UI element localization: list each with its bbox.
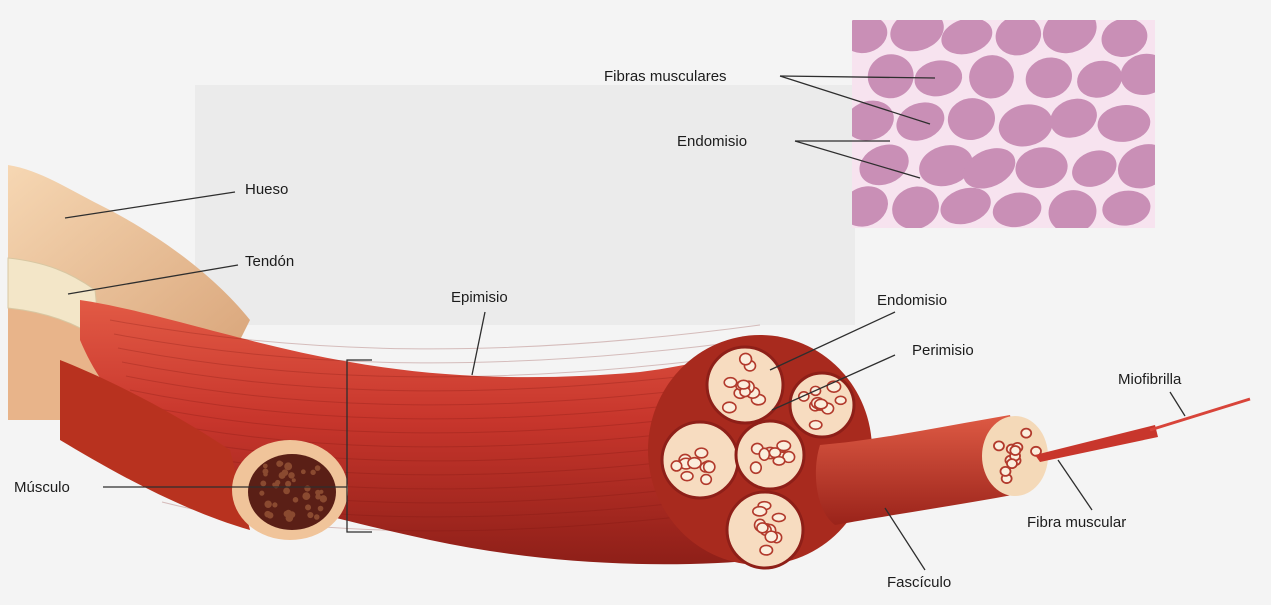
leader-miofibrilla	[1170, 392, 1185, 416]
cut-end-dot	[272, 502, 277, 507]
fiber-cell	[671, 461, 681, 471]
cut-end-dot	[284, 511, 290, 517]
fiber-cell	[704, 461, 715, 472]
fiber-cell	[1021, 429, 1031, 438]
label-tendon: Tendón	[245, 253, 294, 270]
cut-end-dot	[319, 490, 323, 494]
label-fasciculo: Fascículo	[887, 574, 951, 591]
fiber-cell	[765, 531, 777, 542]
cut-end-dot	[292, 478, 296, 482]
muscle-fiber	[1035, 425, 1158, 462]
cut-end-dot	[302, 492, 310, 500]
fiber-cell	[740, 353, 752, 364]
fiber-cell	[751, 462, 762, 473]
fiber-cell	[681, 472, 693, 481]
cut-end-dot	[288, 472, 295, 479]
cut-end-dot	[321, 498, 326, 503]
fiber-cell	[1010, 446, 1020, 455]
background-panel	[195, 85, 855, 325]
cut-end-dot	[315, 465, 321, 471]
fiber-cell	[1000, 467, 1010, 476]
label-fibra-muscular: Fibra muscular	[1027, 514, 1126, 531]
cut-end-dot	[260, 480, 266, 486]
fiber-cell	[701, 475, 711, 485]
cut-end-dot	[310, 470, 315, 475]
label-fibras-musculares: Fibras musculares	[604, 68, 727, 85]
cut-end-dot	[301, 469, 306, 474]
label-epimisio: Epimisio	[451, 289, 508, 306]
myofibril	[1150, 399, 1250, 430]
cut-end-dot	[275, 480, 280, 485]
fiber-cell	[810, 421, 822, 430]
cut-end-dot	[285, 481, 291, 487]
label-hueso: Hueso	[245, 181, 288, 198]
histology-inset	[835, 0, 1177, 238]
cut-end-dot	[284, 462, 292, 470]
fiber-cell	[688, 458, 701, 469]
fiber-cell	[753, 507, 767, 516]
fiber-cell	[695, 448, 707, 458]
fiber-cell	[757, 523, 768, 533]
fiber-cell	[777, 441, 790, 451]
cut-end-dot	[259, 491, 264, 496]
cut-end-dot	[318, 506, 324, 512]
fiber-cell	[772, 513, 785, 521]
cut-end-dot	[315, 494, 321, 500]
label-perimisio: Perimisio	[912, 342, 974, 359]
fiber-cell	[815, 399, 828, 408]
label-musculo: Músculo	[14, 479, 70, 496]
cut-end-dot	[263, 472, 268, 477]
cut-end-dot	[304, 485, 310, 491]
cut-end-dot	[293, 497, 299, 503]
cut-end-dot	[264, 501, 271, 508]
fiber-cell	[738, 380, 750, 389]
cut-end-dot	[283, 487, 290, 494]
cut-end-dot	[279, 472, 286, 479]
label-endomisio-inset: Endomisio	[677, 133, 747, 150]
leader-fasciculo	[885, 508, 925, 570]
fiber-cell	[760, 545, 773, 555]
label-miofibrilla: Miofibrilla	[1118, 371, 1182, 388]
leader-fibra-muscular	[1058, 460, 1092, 510]
fiber-cell	[994, 441, 1004, 450]
cut-end-dot	[263, 464, 268, 469]
cut-end-dot	[305, 504, 311, 510]
fiber-cell	[723, 402, 736, 412]
cut-end-dot	[314, 514, 320, 520]
cut-end-dot	[307, 512, 313, 518]
fiber-cell	[759, 448, 769, 460]
label-endomisio: Endomisio	[877, 292, 947, 309]
fiber-cell	[773, 457, 785, 465]
fiber-cell	[724, 378, 736, 388]
cut-end-dot	[279, 461, 283, 465]
fiber-cell	[835, 396, 846, 404]
cut-end-dot	[267, 512, 273, 518]
